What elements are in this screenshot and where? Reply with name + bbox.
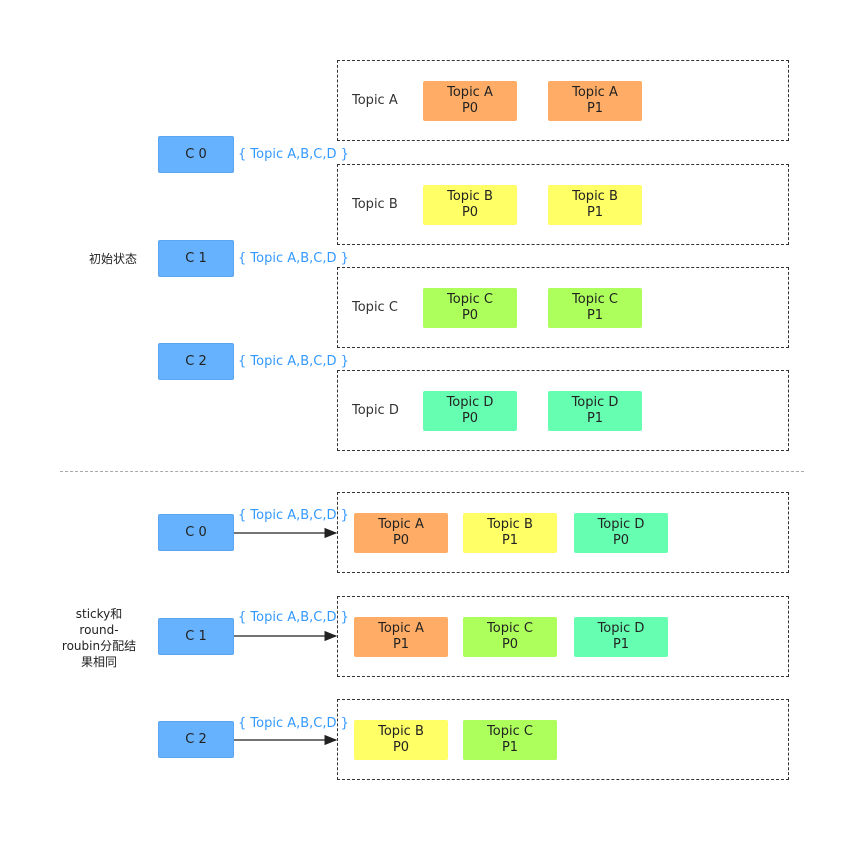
consumer-c2: C 2 [158,343,234,380]
subscription-c1: { Topic A,B,C,D } [238,251,349,266]
topic-label-c: Topic C [352,300,398,315]
assignment-box-c1 [337,596,789,677]
sticky-roundrobin-label: sticky和 round- roubin分配结 果相同 [61,607,137,669]
assignment-box-c0 [337,492,789,573]
topic-label-d: Topic D [352,403,399,418]
assigned-subscription-c1: { Topic A,B,C,D } [238,610,349,625]
subscription-c2: { Topic A,B,C,D } [238,354,349,369]
subscription-c0: { Topic A,B,C,D } [238,147,349,162]
topic-box-c [337,267,789,348]
assigned-subscription-c0: { Topic A,B,C,D } [238,508,349,523]
initial-state-label: 初始状态 [88,252,137,266]
topic-box-a [337,60,789,141]
assigned-consumer-c0: C 0 [158,514,234,551]
consumer-c0: C 0 [158,136,234,173]
assignment-box-c2 [337,699,789,780]
section-divider [60,471,804,472]
topic-label-b: Topic B [352,197,398,212]
assigned-subscription-c2: { Topic A,B,C,D } [238,716,349,731]
assigned-consumer-c2: C 2 [158,721,234,758]
topic-label-a: Topic A [352,93,398,108]
assigned-consumer-c1: C 1 [158,618,234,655]
consumer-c1: C 1 [158,240,234,277]
topic-box-d [337,370,789,451]
topic-box-b [337,164,789,245]
